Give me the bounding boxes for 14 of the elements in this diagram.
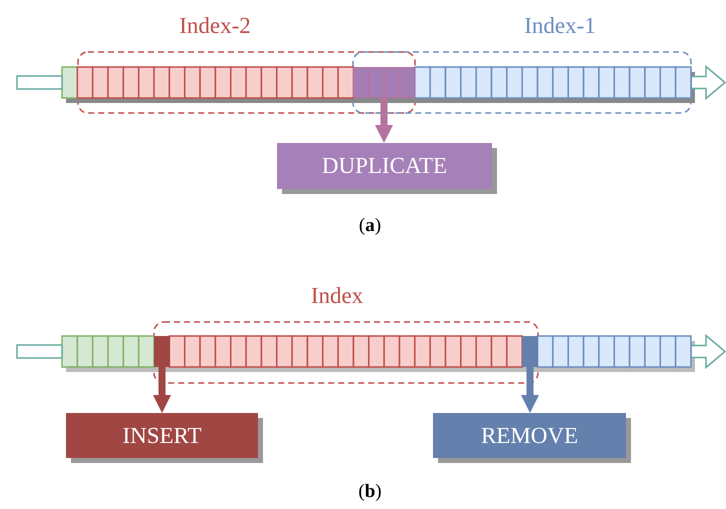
index-label: Index-2 <box>179 13 251 39</box>
arrow <box>375 98 393 143</box>
arrow <box>521 367 539 413</box>
operation-box: REMOVE <box>433 413 626 458</box>
subfigure-label: (a) <box>358 215 382 237</box>
subfigure-label: (b) <box>358 481 382 503</box>
arrow <box>153 367 171 413</box>
highlighted-cell <box>522 336 538 367</box>
index-label: Index <box>310 283 364 309</box>
index-label: Index-1 <box>524 13 596 39</box>
highlighted-cell <box>154 336 170 367</box>
operation-box: DUPLICATE <box>277 143 492 189</box>
highlighted-cell <box>353 67 415 98</box>
operation-box: INSERT <box>66 413 258 458</box>
